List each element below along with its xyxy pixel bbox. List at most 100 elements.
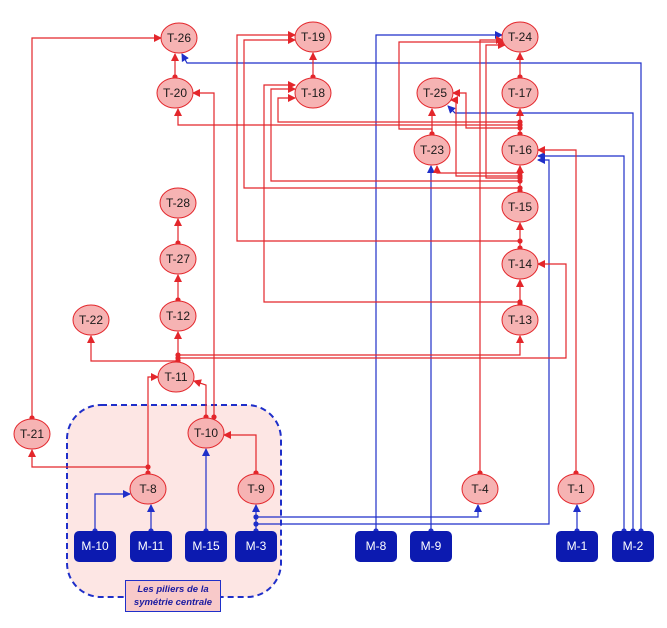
module-node-shape	[185, 531, 227, 562]
task-node-label: T-1	[567, 482, 585, 496]
module-node-shape	[355, 531, 397, 562]
task-node-t-17[interactable]: T-17	[501, 77, 539, 109]
edge-t-9-to-t-10	[223, 431, 257, 473]
task-node-t-1[interactable]: T-1	[557, 473, 595, 505]
task-node-label: T-12	[166, 309, 190, 323]
edge-t-15-to-t-18	[270, 85, 520, 182]
group-label-line2: symétrie centrale	[133, 597, 213, 608]
module-node-label: M-15	[192, 539, 220, 553]
edge-t-11-to-t-14	[178, 260, 567, 359]
task-node-shape	[156, 77, 194, 109]
task-node-t-8[interactable]: T-8	[129, 473, 167, 505]
task-node-t-18[interactable]: T-18	[294, 77, 332, 109]
task-node-shape	[294, 77, 332, 109]
task-node-label: T-16	[508, 143, 532, 157]
task-node-label: T-23	[420, 143, 444, 157]
task-node-shape	[501, 248, 539, 280]
module-node-label: M-8	[366, 539, 387, 553]
module-node-label: M-2	[623, 539, 644, 553]
edge-origin-dot-t-15-t-24	[517, 175, 523, 181]
module-node-shape	[556, 531, 598, 562]
task-node-t-15[interactable]: T-15	[501, 191, 539, 223]
task-node-t-26[interactable]: T-26	[160, 22, 198, 54]
task-node-t-24[interactable]: T-24	[501, 21, 539, 53]
task-node-shape	[237, 473, 275, 505]
task-node-label: T-18	[301, 86, 325, 100]
edge-t-10-to-t-11	[193, 379, 207, 417]
module-node-label: M-10	[81, 539, 109, 553]
task-node-label: T-24	[508, 30, 532, 44]
task-node-t-10[interactable]: T-10	[187, 417, 225, 449]
task-node-t-16[interactable]: T-16	[501, 134, 539, 166]
task-node-shape	[501, 77, 539, 109]
task-node-label: T-19	[301, 30, 325, 44]
edge-t-15-to-t-25	[450, 96, 520, 177]
module-node-shape	[410, 531, 452, 562]
edge-origin-dot-t-14-t-19	[517, 238, 523, 244]
task-node-label: T-9	[247, 482, 265, 496]
edge-origin-dot-m-3-t-16	[253, 521, 259, 527]
task-node-t-4[interactable]: T-4	[461, 473, 499, 505]
edge-t-16-to-t-23	[433, 165, 520, 174]
edge-origin-dot-t-11-t-14	[175, 355, 181, 361]
task-node-label: T-21	[20, 427, 44, 441]
task-node-shape	[159, 300, 197, 332]
module-node-label: M-9	[421, 539, 442, 553]
module-node-shape	[235, 531, 277, 562]
module-node-shape	[612, 531, 654, 562]
group-label-line1: Les piliers de la	[137, 584, 209, 595]
task-node-label: T-17	[508, 86, 532, 100]
task-node-t-27[interactable]: T-27	[159, 243, 197, 275]
task-node-t-19[interactable]: T-19	[294, 21, 332, 53]
task-node-shape	[129, 473, 167, 505]
task-node-t-20[interactable]: T-20	[156, 77, 194, 109]
task-node-shape	[159, 243, 197, 275]
task-node-shape	[501, 21, 539, 53]
module-node-label: M-11	[138, 539, 165, 553]
task-node-t-13[interactable]: T-13	[501, 304, 539, 336]
edge-m-3-to-t-16	[256, 156, 550, 525]
edge-t-15-to-t-19	[243, 36, 520, 189]
module-node-m-3[interactable]: M-3	[235, 531, 277, 562]
module-node-m-15[interactable]: M-15	[185, 531, 227, 562]
task-node-t-28[interactable]: T-28	[159, 187, 197, 219]
edge-m-3-to-t-4	[256, 504, 482, 518]
edge-origin-dot-t-13-t-18	[517, 299, 523, 305]
task-node-t-9[interactable]: T-9	[237, 473, 275, 505]
edge-t-8-to-t-11	[147, 373, 159, 473]
task-node-t-23[interactable]: T-23	[413, 134, 451, 166]
edge-m-2-to-t-16	[537, 152, 625, 531]
task-node-t-12[interactable]: T-12	[159, 300, 197, 332]
task-node-shape	[13, 418, 51, 450]
task-node-t-21[interactable]: T-21	[13, 418, 51, 450]
task-node-shape	[501, 134, 539, 166]
task-node-t-22[interactable]: T-22	[72, 304, 110, 336]
central-symmetry-group	[66, 404, 282, 598]
module-node-m-2[interactable]: M-2	[612, 531, 654, 562]
task-node-t-11[interactable]: T-11	[157, 361, 195, 393]
task-node-t-25[interactable]: T-25	[416, 77, 454, 109]
task-node-shape	[159, 187, 197, 219]
edge-t-10-to-t-20	[192, 89, 215, 417]
task-node-shape	[416, 77, 454, 109]
module-node-shape	[130, 531, 172, 562]
module-node-m-11[interactable]: M-11	[130, 531, 172, 562]
task-node-label: T-14	[508, 257, 532, 271]
module-node-m-9[interactable]: M-9	[410, 531, 452, 562]
task-node-shape	[187, 417, 225, 449]
task-node-shape	[501, 304, 539, 336]
edge-t-13-to-t-18	[263, 81, 520, 303]
task-node-label: T-4	[471, 482, 489, 496]
task-node-label: T-15	[508, 200, 532, 214]
module-node-m-1[interactable]: M-1	[556, 531, 598, 562]
task-node-label: T-13	[508, 313, 532, 327]
edge-t-11-to-t-22	[87, 335, 178, 362]
module-node-m-10[interactable]: M-10	[74, 531, 116, 562]
module-node-m-8[interactable]: M-8	[355, 531, 397, 562]
task-node-t-14[interactable]: T-14	[501, 248, 539, 280]
edge-t-4-to-t-24	[479, 36, 504, 473]
edge-t-16-to-t-20	[174, 108, 520, 126]
task-node-shape	[160, 22, 198, 54]
